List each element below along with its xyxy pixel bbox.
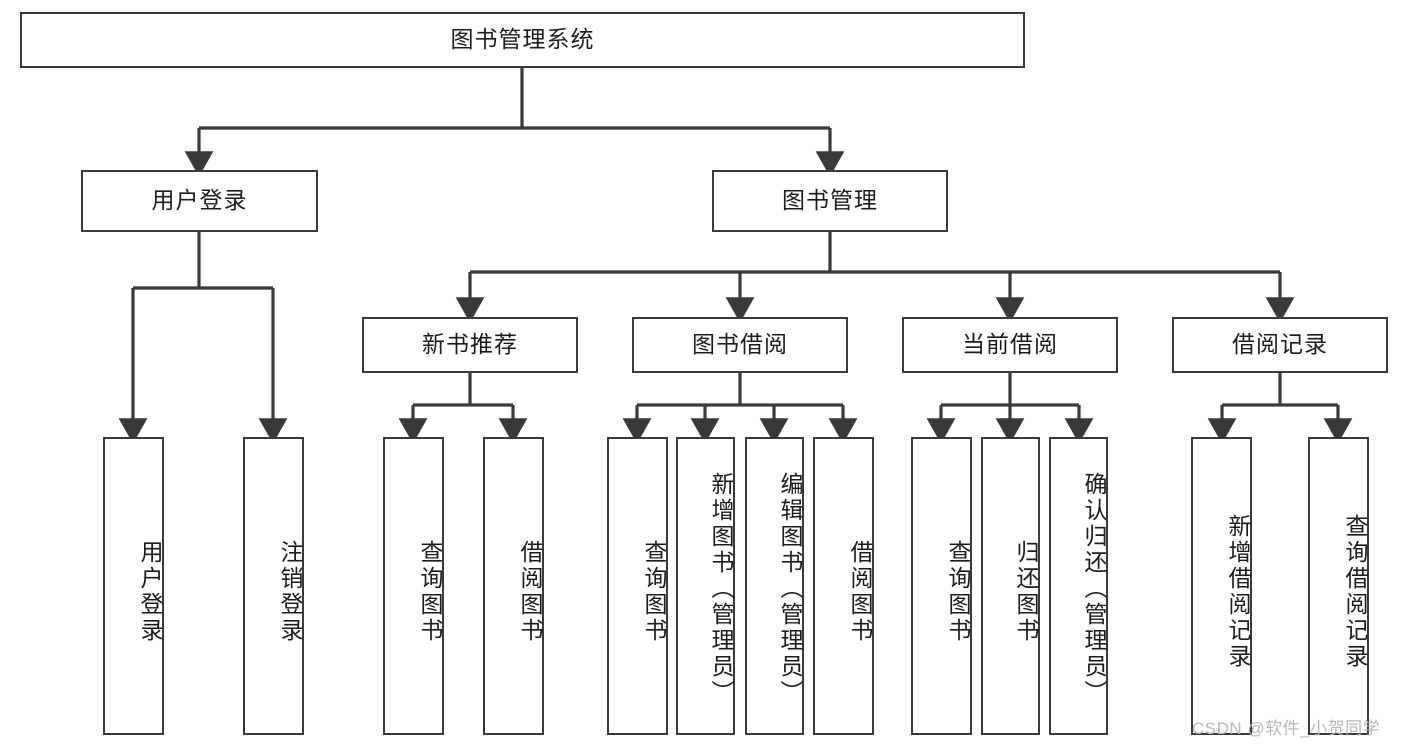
leaf-borrow-add-book-admin[interactable]: 新增图书（管理员） <box>676 437 735 735</box>
node-label: 图书管理系统 <box>450 26 595 53</box>
leaf-current-return-books[interactable]: 归还图书 <box>981 437 1040 735</box>
node-label: 当前借阅 <box>962 331 1058 358</box>
node-label: 查询图书 <box>945 540 971 644</box>
node-new-book-recommend[interactable]: 新书推荐 <box>362 317 578 373</box>
node-borrow-records[interactable]: 借阅记录 <box>1172 317 1388 373</box>
node-label: 借阅图书 <box>847 540 873 644</box>
leaf-borrow-borrow-books[interactable]: 借阅图书 <box>813 437 874 735</box>
node-current-borrow[interactable]: 当前借阅 <box>902 317 1118 373</box>
leaf-recommend-borrow-books[interactable]: 借阅图书 <box>483 437 544 735</box>
node-label: 新书推荐 <box>422 331 518 358</box>
node-book-borrow[interactable]: 图书借阅 <box>632 317 848 373</box>
leaf-user-login-logout[interactable]: 注销登录 <box>243 437 304 735</box>
node-label: 新增借阅记录 <box>1225 514 1251 670</box>
leaf-current-confirm-return-admin[interactable]: 确认归还（管理员） <box>1049 437 1108 735</box>
node-label: 查询图书 <box>417 540 443 644</box>
leaf-records-add-record[interactable]: 新增借阅记录 <box>1191 437 1252 735</box>
node-label: 注销登录 <box>277 540 303 644</box>
node-root-library-system[interactable]: 图书管理系统 <box>20 12 1025 68</box>
node-user-login[interactable]: 用户登录 <box>81 170 318 232</box>
node-label: 确认归还（管理员） <box>1081 472 1107 706</box>
leaf-current-query-books[interactable]: 查询图书 <box>911 437 972 735</box>
leaf-recommend-query-books[interactable]: 查询图书 <box>383 437 444 735</box>
node-label: 图书管理 <box>782 187 878 214</box>
node-label: 归还图书 <box>1013 540 1039 644</box>
node-label: 用户登录 <box>151 187 248 214</box>
node-book-management[interactable]: 图书管理 <box>712 170 948 232</box>
node-label: 查询图书 <box>641 540 667 644</box>
leaf-user-login-login[interactable]: 用户登录 <box>103 437 164 735</box>
leaf-borrow-edit-book-admin[interactable]: 编辑图书（管理员） <box>745 437 804 735</box>
node-label: 新增图书（管理员） <box>708 472 734 706</box>
node-label: 查询借阅记录 <box>1342 514 1368 670</box>
node-label: 用户登录 <box>137 540 163 644</box>
csdn-watermark: CSDN @软件_小贺同学 <box>1192 719 1381 738</box>
node-label: 图书借阅 <box>692 331 788 358</box>
node-label: 编辑图书（管理员） <box>777 472 803 706</box>
node-label: 借阅图书 <box>517 540 543 644</box>
leaf-records-query-record[interactable]: 查询借阅记录 <box>1308 437 1369 735</box>
node-label: 借阅记录 <box>1232 331 1328 358</box>
leaf-borrow-query-books[interactable]: 查询图书 <box>607 437 668 735</box>
